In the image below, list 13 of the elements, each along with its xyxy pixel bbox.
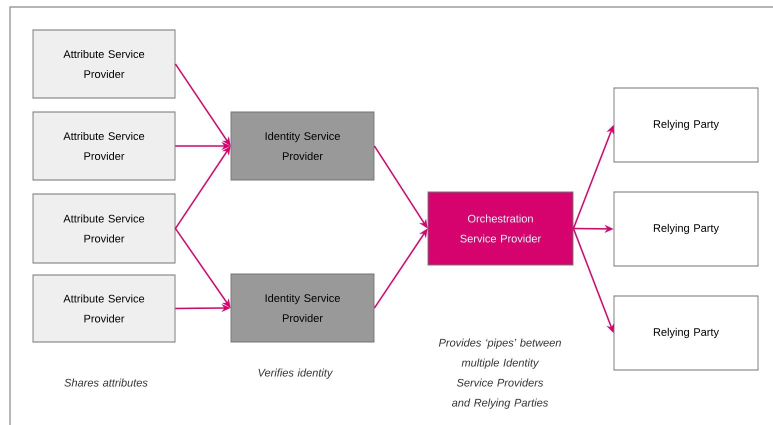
caption: Provides ‘pipes’ between multiple Identity Service Providers and Relying Parties — [438, 338, 561, 409]
party-box: Relying Party — [614, 296, 758, 370]
provider-box: Attribute Service Provider — [32, 112, 176, 180]
identity-box: Identity Service Provider — [230, 112, 374, 180]
identity-box: Identity Service Provider — [230, 274, 374, 342]
provider-box: Attribute Service Provider — [32, 274, 176, 342]
caption: Shares attributes — [64, 378, 148, 387]
provider-box: Attribute Service Provider — [32, 194, 176, 264]
party-box: Relying Party — [614, 88, 758, 162]
caption: Verifies identity — [258, 368, 333, 379]
provider-box: Attribute Service Provider — [32, 30, 176, 98]
orchestration-box: Orchestration Service Provider — [428, 192, 574, 266]
party-box: Relying Party — [614, 192, 758, 266]
